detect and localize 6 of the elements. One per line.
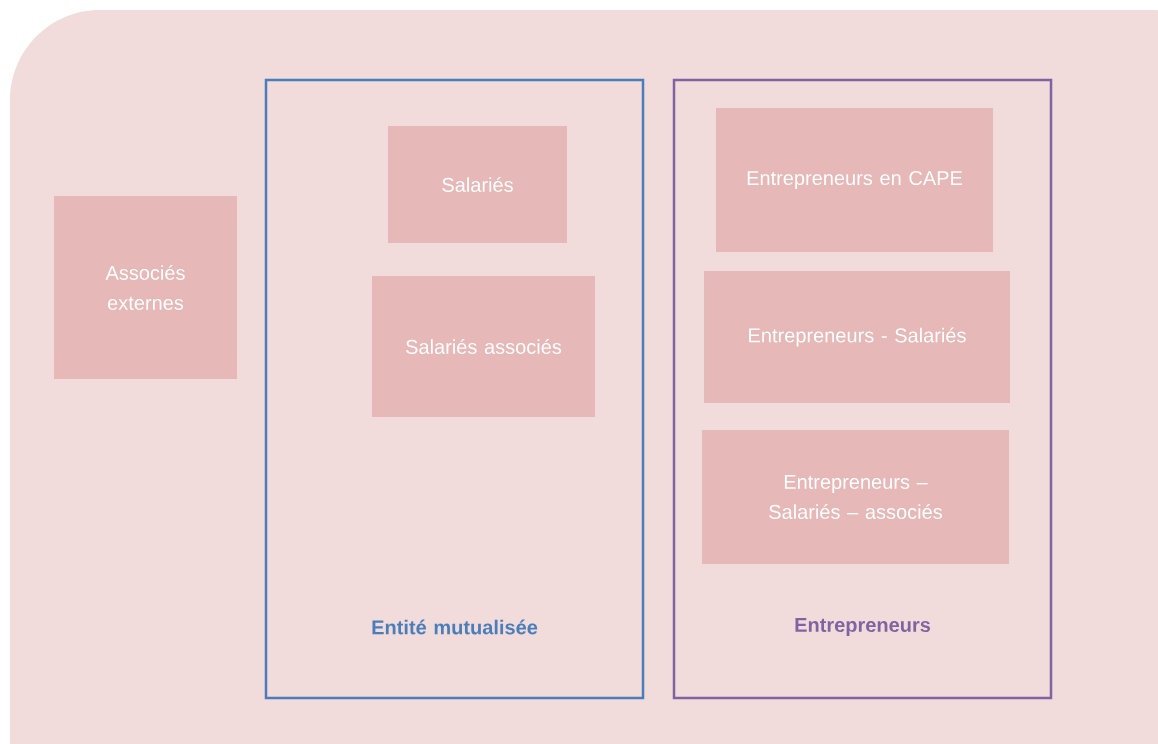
category-box: Salariés associés bbox=[372, 276, 595, 417]
category-box: Salariés bbox=[388, 126, 567, 243]
category-box: Entrepreneurs en CAPE bbox=[716, 108, 993, 252]
category-box: Associés externes bbox=[54, 196, 237, 379]
category-box: Entrepreneurs – Salariés – associés bbox=[702, 430, 1009, 564]
category-box: Entrepreneurs - Salariés bbox=[704, 271, 1010, 403]
